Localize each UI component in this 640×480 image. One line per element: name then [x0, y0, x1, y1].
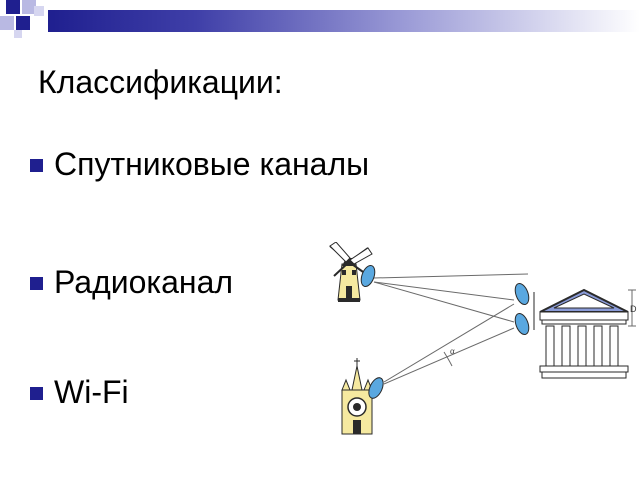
bullet-square-icon	[30, 277, 43, 290]
bullet-item-satellite: Спутниковые каналы	[30, 146, 369, 183]
header-gradient-bar	[48, 10, 640, 32]
bullet-item-radio: Радиоканал	[30, 264, 233, 301]
dish-antenna-icon	[368, 377, 384, 399]
link-lines	[373, 273, 529, 385]
bullet-square-icon	[30, 159, 43, 172]
dimension-marker	[628, 289, 636, 327]
dish-antenna-icon	[514, 312, 530, 336]
angle-label: α	[450, 346, 455, 356]
radio-link-illustration: D α	[329, 242, 637, 435]
bullet-label: Спутниковые каналы	[54, 146, 370, 182]
dish-antenna-icon	[514, 282, 530, 306]
bullet-label: Wi-Fi	[54, 374, 129, 410]
bullet-square-icon	[30, 387, 43, 400]
bullet-label: Радиоканал	[54, 264, 234, 300]
bullet-item-wifi: Wi-Fi	[30, 374, 129, 411]
government-building-icon	[539, 288, 629, 379]
church-tower-icon	[341, 358, 373, 435]
windmill-icon	[329, 242, 373, 302]
dish-antenna-icon	[360, 264, 376, 288]
slide-title: Классификации:	[38, 64, 283, 100]
dimension-label: D	[630, 304, 637, 314]
corner-squares-decoration	[0, 0, 44, 38]
